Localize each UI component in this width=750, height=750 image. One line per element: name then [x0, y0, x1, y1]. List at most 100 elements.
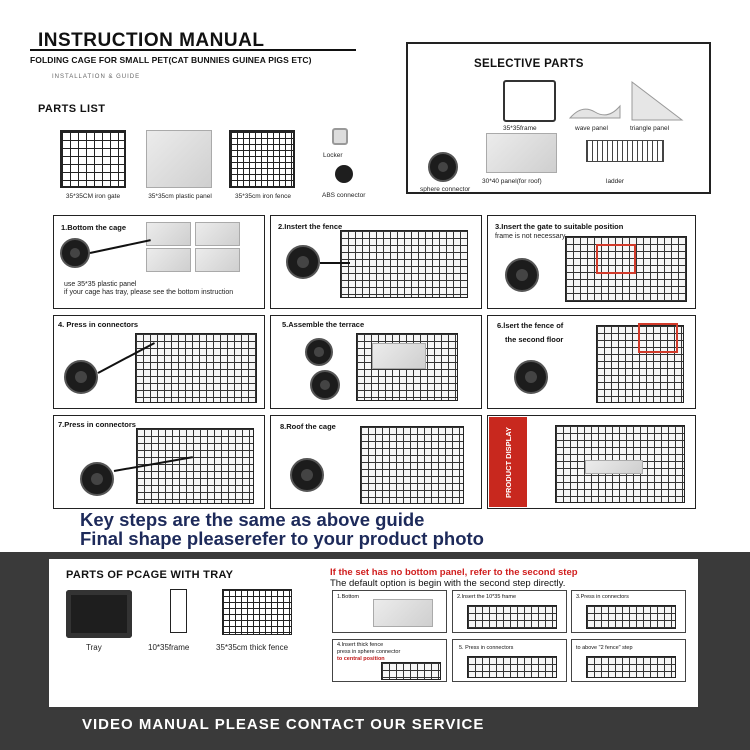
step-5-label: 5.Assemble the terrace [282, 320, 365, 329]
manual-subtitle: FOLDING CAGE FOR SMALL PET(CAT BUNNIES G… [30, 55, 312, 65]
part-label: 35*35CM iron gate [65, 193, 121, 200]
mini-fence-image [381, 662, 441, 680]
tray-section-title: PARTS OF PCAGE WITH TRAY [66, 569, 234, 581]
part-label: Tray [86, 643, 102, 652]
part-label: 35*35cm plastic panel [148, 193, 212, 200]
part-label: triangle panel [630, 125, 670, 132]
step-8-label: 8.Roof the cage [280, 422, 336, 431]
parts-list-title: PARTS LIST [38, 103, 106, 115]
tray-red-note: If the set has no bottom panel, refer to… [330, 567, 578, 578]
part-label: 10*35frame [148, 643, 190, 652]
step-1-note-text: use 35*35 plastic panel if your cage has… [64, 281, 234, 296]
wave-panel-icon [568, 104, 621, 119]
connector-icon [335, 165, 353, 183]
step-3-label: 3.Insert the gate to suitable position [495, 222, 624, 231]
connector-closeup-icon [305, 338, 333, 366]
step-3-note: frame is not necessary [495, 233, 566, 240]
frame-35-icon [503, 80, 556, 122]
product-display-label: PRODUCT DISPLAY [503, 426, 513, 498]
part-label: Locker [323, 152, 343, 159]
connector-closeup-icon [286, 245, 320, 279]
mini-step-label: 5. Press in connectors [459, 645, 514, 651]
mini-step-label: 4.Insert thick fence [337, 642, 384, 648]
product-display-band: PRODUCT DISPLAY [489, 417, 527, 507]
mini-step-2: 2.Insert the 10*35 frame [452, 590, 567, 633]
product-terrace-icon [585, 460, 643, 474]
connector-closeup-icon [514, 360, 548, 394]
part-label: ladder [606, 178, 625, 185]
mini-step-3: 3.Press in connectors [571, 590, 686, 633]
tray-icon [66, 590, 132, 638]
part-label: 30*40 panel(for roof) [482, 178, 542, 185]
manual-title: INSTRUCTION MANUAL [38, 30, 265, 51]
part-label: sphere connector [420, 186, 471, 193]
roof-assembly-image [360, 426, 464, 504]
mini-step-label: 2.Insert the 10*35 frame [457, 594, 517, 600]
connector-closeup-icon [505, 258, 539, 292]
triangle-panel-icon [631, 80, 684, 121]
key-line-2: Final shape pleaserefer to your product … [80, 528, 484, 549]
step-4-label: 4. Press in connectors [58, 320, 139, 329]
connector-closeup-icon [290, 458, 324, 492]
connector-assembly-image [136, 428, 254, 504]
terrace-panel-icon [372, 343, 426, 369]
mini-step-label: 3.Press in connectors [576, 594, 629, 600]
mini-step-1: 1.Bottom [332, 590, 447, 633]
mini-connector-image [586, 605, 676, 629]
part-label: 35*35frame [503, 125, 537, 132]
connector-closeup-icon [80, 462, 114, 496]
step-2-label: 2.Instert the fence [278, 222, 343, 231]
connector-closeup-icon [60, 238, 90, 268]
mini-connector-image [467, 656, 557, 678]
mini-step-5: 5. Press in connectors [452, 639, 567, 682]
bottom-panel-icon [195, 222, 240, 246]
mini-step-label: 1.Bottom [337, 594, 360, 600]
iron-fence-icon [229, 130, 295, 188]
bottom-panel-icon [146, 248, 191, 272]
thick-fence-icon [222, 589, 292, 635]
connector-closeup-icon [64, 360, 98, 394]
part-label: wave panel [575, 125, 608, 132]
product-photo [555, 425, 685, 503]
step-6-label: 6.lsert the fence of [497, 321, 564, 330]
iron-gate-icon [60, 130, 126, 188]
locker-icon [332, 128, 348, 145]
footer-contact-text: VIDEO MANUAL PLEASE CONTACT OUR SERVICE [82, 716, 485, 733]
mini-step-6: to above "2 fence" step [571, 639, 686, 682]
selective-parts-title: SELECTIVE PARTS [474, 58, 584, 70]
step-1-label: 1.Bottom the cage [61, 223, 127, 232]
plastic-panel-icon [146, 130, 212, 188]
step-1-note: use 35*35 plastic panel if your cage has… [64, 281, 260, 297]
mini-step-label-line2: press in sphere connector [337, 649, 401, 655]
mini-step-label: to above "2 fence" step [576, 645, 633, 651]
mini-step-4: 4.Insert thick fence press in sphere con… [332, 639, 447, 682]
connector-closeup-icon [310, 370, 340, 400]
fence-assembly-image [340, 230, 468, 298]
key-line-1: Key steps are the same as above guide [80, 509, 425, 530]
mini-step-label-line3: to central position [337, 656, 385, 662]
roof-panel-icon [486, 133, 557, 173]
bottom-panel-icon [195, 248, 240, 272]
pointer-line [320, 262, 350, 264]
ladder-icon [586, 140, 664, 162]
mini-bottom-panel [373, 599, 433, 627]
fence-highlight [638, 323, 678, 353]
mini-frame-image [467, 605, 557, 629]
gate-assembly-image [565, 236, 687, 302]
step-6-label-line2: the second floor [505, 335, 564, 344]
bottom-panel-icon [146, 222, 191, 246]
tray-section-card [49, 559, 698, 707]
mini-final-image [586, 656, 676, 678]
installation-guide-label: INSTALLATION & GUIDE [52, 74, 141, 80]
frame-10x35-icon [170, 589, 187, 633]
sphere-connector-icon [428, 152, 458, 182]
part-label: 35*35cm iron fence [234, 193, 291, 200]
part-label: ABS connector [322, 192, 366, 199]
title-underline [30, 49, 356, 51]
tray-black-note: The default option is begin with the sec… [330, 578, 566, 589]
part-label: 35*35cm thick fence [216, 643, 289, 652]
connector-assembly-image [135, 333, 257, 403]
step-7-label: 7.Press in connectors [58, 420, 136, 429]
second-floor-image [596, 325, 684, 403]
gate-highlight [596, 244, 636, 274]
